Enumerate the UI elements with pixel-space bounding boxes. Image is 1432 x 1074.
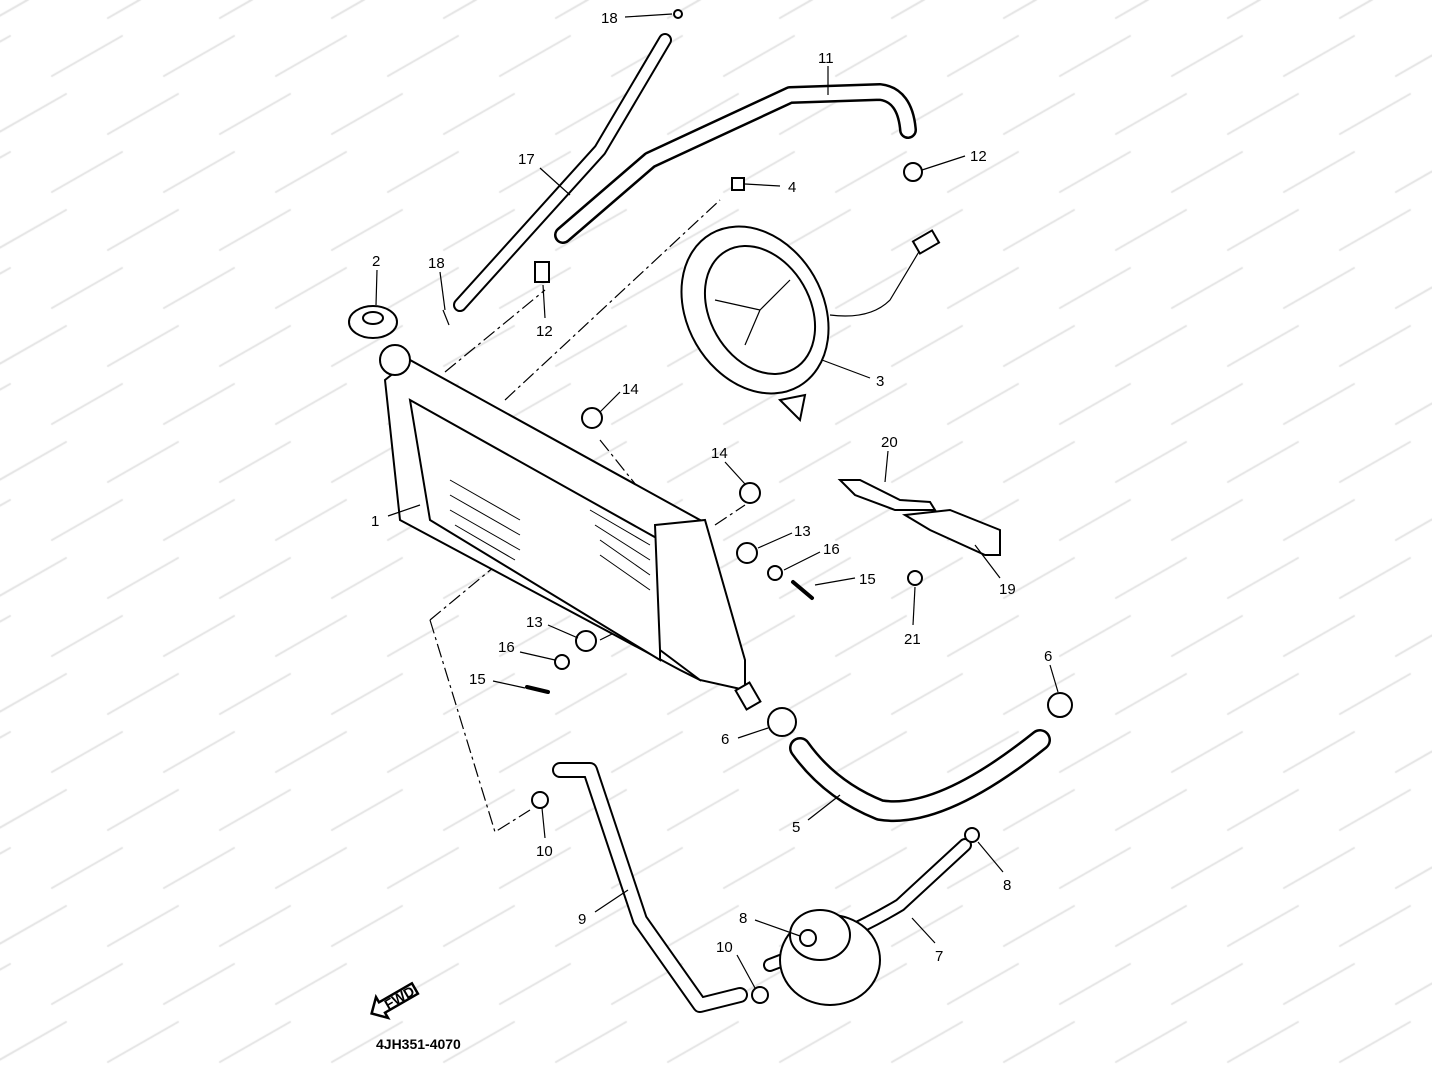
radiator	[379, 344, 762, 711]
callout-4: 4	[788, 179, 796, 196]
callout-11: 11	[818, 50, 834, 67]
diagram-code: 4JH351-4070	[376, 1036, 461, 1052]
callout-19: 19	[999, 581, 1016, 598]
assembly-lines	[429, 199, 746, 833]
callout-15: 15	[469, 671, 486, 688]
callout-5: 5	[792, 819, 800, 836]
callout-1: 1	[371, 513, 379, 530]
callout-15: 15	[859, 571, 876, 588]
bracket-19	[901, 508, 1001, 556]
radiator-core-fins	[449, 479, 651, 591]
callout-6: 6	[721, 731, 729, 748]
fwd-arrow-icon: FWD	[370, 981, 420, 1020]
callout-10: 10	[536, 843, 553, 860]
callout-14: 14	[622, 381, 639, 398]
callout-18: 18	[601, 10, 618, 27]
callout-8: 8	[739, 910, 747, 927]
callout-17: 17	[518, 151, 535, 168]
callout-20: 20	[881, 434, 898, 451]
cooling-fan	[680, 225, 941, 423]
callout-10: 10	[716, 939, 733, 956]
callout-7: 7	[935, 948, 943, 965]
callout-13: 13	[794, 523, 811, 540]
callout-8: 8	[1003, 877, 1011, 894]
callout-13: 13	[526, 614, 543, 631]
callout-3: 3	[876, 373, 884, 390]
radiator-outlet	[734, 681, 762, 711]
callout-2: 2	[372, 253, 380, 270]
callout-16: 16	[823, 541, 840, 558]
callout-16: 16	[498, 639, 515, 656]
callout-18: 18	[428, 255, 445, 272]
callout-6: 6	[1044, 648, 1052, 665]
callout-14: 14	[711, 445, 728, 462]
callout-21: 21	[904, 631, 921, 648]
filler-neck	[379, 344, 411, 376]
callout-12: 12	[970, 148, 987, 165]
callout-labels: 18 11 12 17 4 2 18 12 3 14 14 20 1 13 16…	[371, 10, 1052, 965]
hose-clamp	[767, 707, 797, 737]
fan-connector	[911, 229, 941, 255]
callout-9: 9	[578, 911, 586, 928]
bracket-20	[837, 479, 937, 511]
small-parts	[442, 9, 1073, 1004]
radiator-cap	[348, 305, 398, 339]
callout-12: 12	[536, 323, 553, 340]
leader-lines	[375, 13, 1059, 989]
